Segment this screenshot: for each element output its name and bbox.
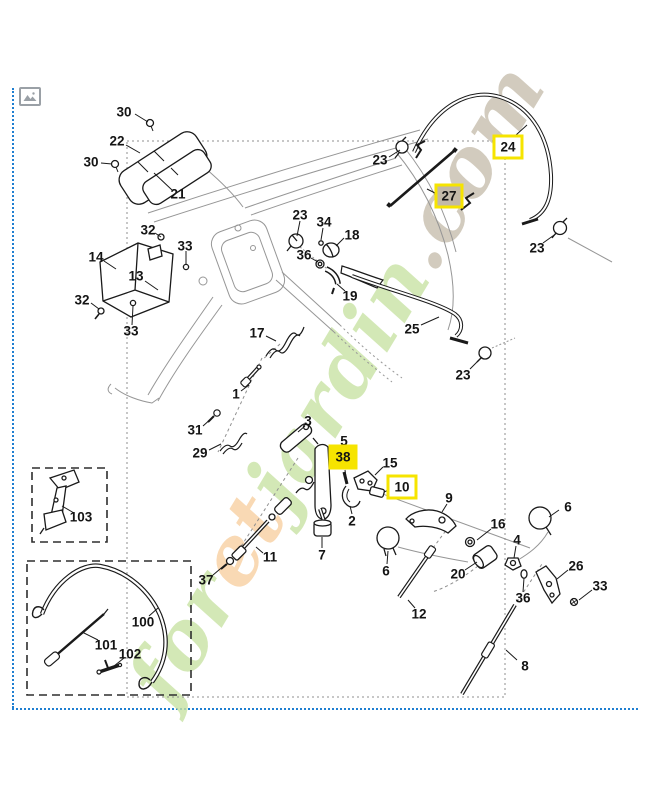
part-label-15[interactable]: 15 (382, 455, 398, 471)
part-label-38[interactable]: 38 (328, 444, 358, 470)
cable-27-drawing (386, 147, 458, 208)
part-label-25[interactable]: 25 (404, 321, 420, 337)
handle-clamps-drawing (286, 233, 341, 295)
part-label-32[interactable]: 32 (140, 222, 156, 238)
part-label-31[interactable]: 31 (187, 422, 203, 438)
part-label-6[interactable]: 6 (382, 563, 390, 579)
cable-25-drawing (340, 265, 469, 345)
part-label-19[interactable]: 19 (342, 288, 358, 304)
part-label-6[interactable]: 6 (564, 499, 572, 515)
part-label-12[interactable]: 12 (411, 606, 427, 622)
part-label-29[interactable]: 29 (192, 445, 208, 461)
rod-12-drawing (397, 545, 437, 599)
part-label-7[interactable]: 7 (318, 547, 326, 563)
part-label-1[interactable]: 1 (232, 386, 240, 402)
part-label-26[interactable]: 26 (568, 558, 584, 574)
part-label-22[interactable]: 22 (109, 133, 125, 149)
part-label-9[interactable]: 9 (445, 490, 453, 506)
part-label-20[interactable]: 20 (450, 566, 466, 582)
part-label-13[interactable]: 13 (128, 268, 144, 284)
rod-8-drawing (460, 603, 517, 696)
dotted-boundary-box (126, 140, 506, 698)
part-label-34[interactable]: 34 (316, 214, 332, 230)
part-label-2[interactable]: 2 (348, 513, 356, 529)
part-label-17[interactable]: 17 (249, 325, 265, 341)
part-label-33[interactable]: 33 (592, 578, 608, 594)
leader-lines (61, 113, 593, 667)
part-label-3[interactable]: 3 (304, 413, 312, 429)
reference-handlebar-drawing (107, 129, 613, 563)
part-label-30[interactable]: 30 (116, 104, 132, 120)
part-label-30[interactable]: 30 (83, 154, 99, 170)
detail-box-100 (26, 560, 192, 696)
part-label-23[interactable]: 23 (372, 152, 388, 168)
part-label-23[interactable]: 23 (455, 367, 471, 383)
bracket-103-drawing (39, 469, 80, 535)
part-label-32[interactable]: 32 (74, 292, 90, 308)
part-label-10[interactable]: 10 (386, 474, 418, 500)
part-label-16[interactable]: 16 (490, 516, 506, 532)
cable-100-drawing (31, 563, 168, 690)
cable-101-drawing (43, 608, 109, 667)
cable-24-drawing (412, 92, 554, 226)
part-label-33[interactable]: 33 (177, 238, 193, 254)
part-label-21[interactable]: 21 (170, 186, 186, 202)
part-label-23[interactable]: 23 (292, 207, 308, 223)
part-label-27[interactable]: 27 (434, 183, 464, 209)
part-label-33[interactable]: 33 (123, 323, 139, 339)
control-linkage-drawing (279, 423, 579, 607)
part-label-103[interactable]: 103 (69, 509, 93, 525)
part-label-18[interactable]: 18 (344, 227, 360, 243)
part-label-14[interactable]: 14 (88, 249, 104, 265)
selection-frame-left (12, 88, 14, 708)
part-label-4[interactable]: 4 (513, 532, 521, 548)
part-label-100[interactable]: 100 (131, 614, 155, 630)
detail-box-103 (31, 467, 108, 543)
part-label-11[interactable]: 11 (262, 549, 278, 565)
selection-frame-bottom (12, 708, 638, 710)
part-label-102[interactable]: 102 (118, 646, 142, 662)
part-label-8[interactable]: 8 (521, 658, 529, 674)
part-label-23[interactable]: 23 (529, 240, 545, 256)
bracket-102-drawing (96, 659, 123, 675)
part-label-36[interactable]: 36 (515, 590, 531, 606)
part-label-24[interactable]: 24 (492, 134, 524, 160)
bracket-13-14-drawing (94, 233, 190, 320)
part-label-36[interactable]: 36 (296, 247, 312, 263)
bracket-22-21-drawing (110, 118, 212, 206)
part-label-101[interactable]: 101 (94, 637, 118, 653)
part-label-5[interactable]: 5 (340, 433, 348, 449)
broken-image-icon (19, 87, 41, 106)
detail-boxes (26, 467, 192, 696)
part-label-37[interactable]: 37 (198, 572, 214, 588)
turnbuckle-11-drawing (220, 475, 315, 570)
